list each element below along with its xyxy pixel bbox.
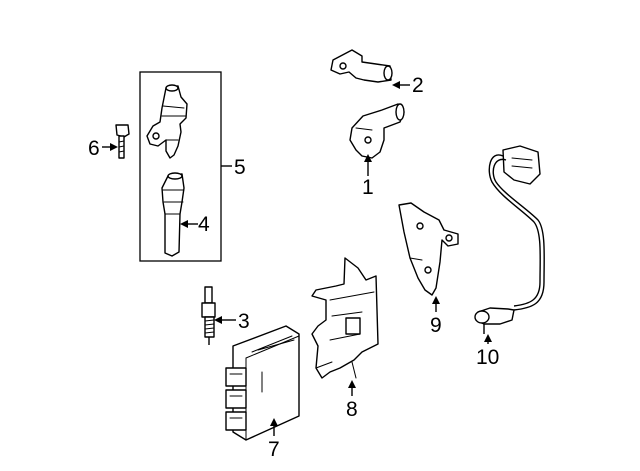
bracket-part [398,202,459,296]
spark-plug-part [201,286,216,345]
callout-6: 6 [88,137,100,160]
callout-4: 4 [198,213,210,236]
callout-3: 3 [238,310,250,333]
cam-sensor-part [330,49,393,83]
bolt-part [115,124,130,159]
ignition-coil-part [146,84,188,159]
callout-5: 5 [234,156,246,179]
callout-10: 10 [476,346,499,369]
callout-9: 9 [430,314,442,337]
knock-sensor-part [474,145,545,334]
coil-boot-part [161,172,185,257]
ecu-bracket-part [311,257,379,379]
callout-8: 8 [346,398,358,421]
crank-sensor-part [349,103,405,159]
callout-7: 7 [268,438,280,461]
callout-1: 1 [362,176,374,199]
callout-2: 2 [412,74,424,97]
ecm-part [225,325,300,441]
